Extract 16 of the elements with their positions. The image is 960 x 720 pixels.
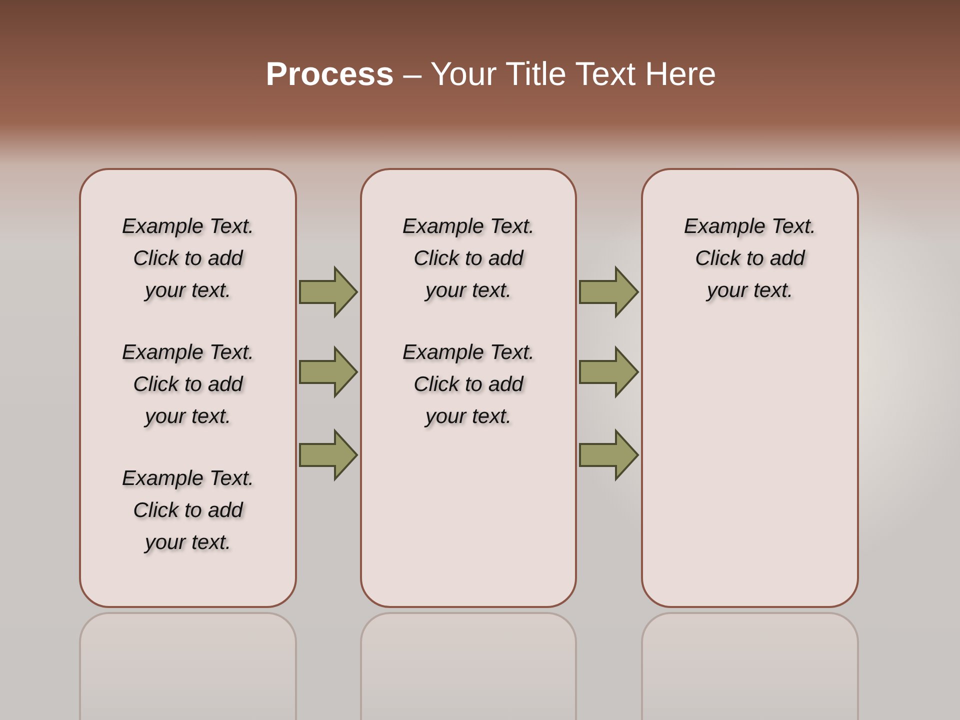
block-arrow xyxy=(579,265,640,319)
box-text: Example Text. Click to add your text. xyxy=(120,214,256,304)
process-box xyxy=(641,168,859,608)
box-text: Example Text. Click to add your text. xyxy=(401,214,536,304)
block-arrow xyxy=(579,428,640,482)
process-box xyxy=(79,168,297,608)
box-text: Example Text. Click to add your text. xyxy=(120,340,256,430)
slide-title: Process – Your Title Text Here xyxy=(264,54,716,94)
box-text: Example Text. Click to add your text. xyxy=(120,466,256,556)
box-text: Example Text. Click to add your text. xyxy=(401,340,536,430)
block-arrow xyxy=(299,428,358,482)
block-arrow xyxy=(299,345,358,399)
block-arrow xyxy=(579,345,640,399)
process-box xyxy=(360,168,577,608)
box-text: Example Text. Click to add your text. xyxy=(682,214,818,304)
block-arrow xyxy=(299,265,358,319)
